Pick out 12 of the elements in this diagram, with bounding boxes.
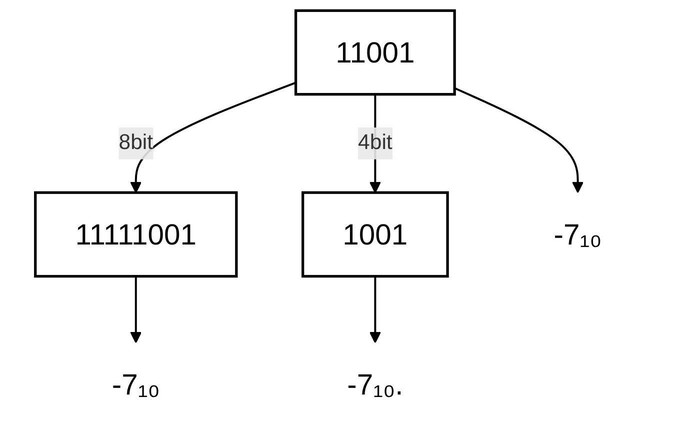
arrow	[369, 276, 382, 344]
node-box: 1001	[302, 191, 449, 278]
arrow	[130, 82, 296, 194]
arrow	[454, 87, 584, 194]
node-box: 11001	[294, 9, 456, 96]
node-text: -7₁₀	[112, 368, 160, 402]
node-text: -7₁₀.	[347, 368, 404, 402]
node-text: -7₁₀	[554, 218, 602, 252]
arrow	[130, 276, 142, 344]
node-box: 11111001	[34, 191, 238, 278]
edge-label: 8bit	[118, 132, 154, 154]
edge-label: 4bit	[358, 132, 392, 154]
